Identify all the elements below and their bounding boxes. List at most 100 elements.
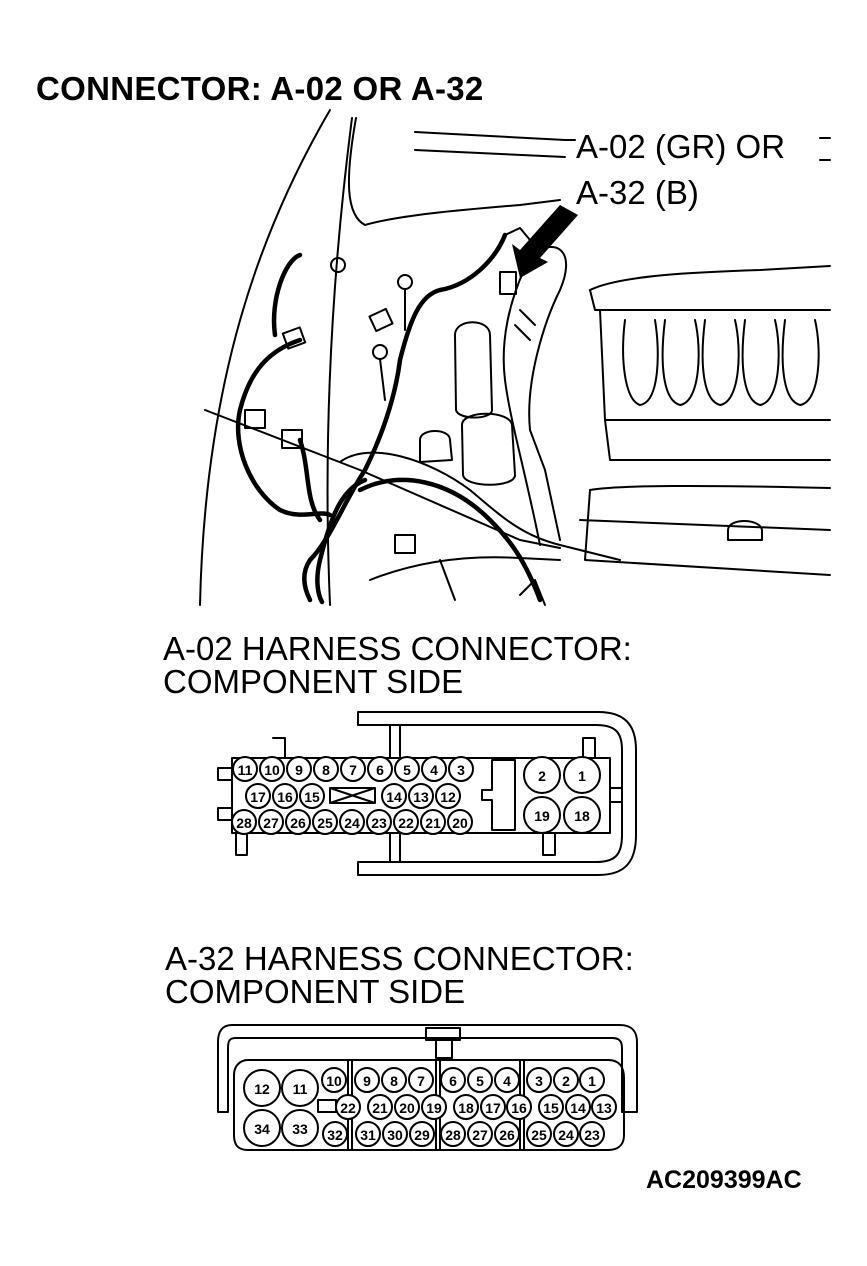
a32-pin-30-label: 30 bbox=[387, 1127, 403, 1143]
a02-pin-9: 9 bbox=[286, 756, 312, 782]
a32-pin-34-label: 34 bbox=[254, 1121, 270, 1137]
a02-pin-22: 22 bbox=[393, 809, 419, 835]
a02-pin-13: 13 bbox=[408, 783, 434, 809]
a32-pin-2: 2 bbox=[553, 1067, 579, 1093]
a02-pin-3-circle bbox=[448, 756, 474, 782]
a32-pin-15-circle bbox=[538, 1094, 564, 1120]
a32-connector-title: A-32 HARNESS CONNECTOR: bbox=[165, 940, 634, 977]
a02-pin-2-label: 2 bbox=[538, 768, 546, 784]
a32-pin-25: 25 bbox=[526, 1121, 552, 1147]
a32-pin-5-circle bbox=[467, 1067, 493, 1093]
a02-pin-6-label: 6 bbox=[376, 762, 384, 778]
a32-pin-12-label: 12 bbox=[254, 1081, 270, 1097]
a02-pin-22-circle bbox=[393, 809, 419, 835]
a02-pin-27: 27 bbox=[258, 809, 284, 835]
a32-pin-4-circle bbox=[494, 1067, 520, 1093]
a32-pin-5-label: 5 bbox=[476, 1073, 484, 1089]
a02-pin-23: 23 bbox=[366, 809, 392, 835]
a32-pin-23-circle bbox=[579, 1121, 605, 1147]
a32-pin-19-circle bbox=[421, 1094, 447, 1120]
a02-pin-14: 14 bbox=[381, 783, 407, 809]
a32-pin-33-label: 33 bbox=[292, 1121, 308, 1137]
a32-pin-21-label: 21 bbox=[372, 1100, 388, 1116]
a02-pin-11: 11 bbox=[232, 756, 258, 782]
a02-pin-20-label: 20 bbox=[452, 815, 468, 831]
a02-pin-4-circle bbox=[421, 756, 447, 782]
a02-pin-8-circle bbox=[313, 756, 339, 782]
a32-pin-13-label: 13 bbox=[596, 1100, 612, 1116]
a32-pin-18-circle bbox=[453, 1094, 479, 1120]
a32-pin-12: 12 bbox=[243, 1069, 281, 1107]
a02-pin-15-circle bbox=[299, 783, 325, 809]
a02-pin-27-label: 27 bbox=[263, 815, 279, 831]
a32-pin-14-label: 14 bbox=[570, 1100, 586, 1116]
a02-pin-20-circle bbox=[447, 809, 473, 835]
a32-pin-9: 9 bbox=[354, 1067, 380, 1093]
a32-pin-15-label: 15 bbox=[543, 1100, 559, 1116]
arrow-pointer-icon bbox=[512, 205, 578, 278]
a32-pin-21-circle bbox=[367, 1094, 393, 1120]
a02-pin-24-circle bbox=[339, 809, 365, 835]
a32-pin-6: 6 bbox=[440, 1067, 466, 1093]
a32-pin-7-label: 7 bbox=[417, 1073, 425, 1089]
a32-pin-8-circle bbox=[381, 1067, 407, 1093]
a32-pin-11: 11 bbox=[281, 1069, 319, 1107]
a02-pin-17: 17 bbox=[245, 783, 271, 809]
a32-pin-28-label: 28 bbox=[445, 1127, 461, 1143]
a32-pin-16-label: 16 bbox=[511, 1100, 527, 1116]
a02-pin-24: 24 bbox=[339, 809, 365, 835]
a32-pin-31-label: 31 bbox=[360, 1127, 376, 1143]
a32-pin-22-label: 22 bbox=[340, 1100, 356, 1116]
a32-connector-subtitle: COMPONENT SIDE bbox=[165, 973, 466, 1010]
a02-pin-4-label: 4 bbox=[430, 762, 438, 778]
a02-pin-17-label: 17 bbox=[250, 789, 266, 805]
diagram-title: CONNECTOR: A-02 OR A-32 bbox=[36, 70, 484, 107]
a02-connector-drawing bbox=[217, 711, 637, 876]
a32-pin-34-circle bbox=[243, 1109, 281, 1147]
a32-pin-20: 20 bbox=[394, 1094, 420, 1120]
a02-pin-1: 1 bbox=[563, 756, 601, 794]
a32-pin-24: 24 bbox=[553, 1121, 579, 1147]
a32-pin-7-circle bbox=[408, 1067, 434, 1093]
a32-pin-21: 21 bbox=[367, 1094, 393, 1120]
a32-pin-34: 34 bbox=[243, 1109, 281, 1147]
a32-pin-32: 32 bbox=[322, 1121, 348, 1147]
a32-pin-15: 15 bbox=[538, 1094, 564, 1120]
a02-pin-4: 4 bbox=[421, 756, 447, 782]
a32-pin-30-circle bbox=[382, 1121, 408, 1147]
a32-pin-27-circle bbox=[467, 1121, 493, 1147]
a32-connector-drawing bbox=[217, 1024, 638, 1151]
a02-pin-6: 6 bbox=[367, 756, 393, 782]
a32-pin-13: 13 bbox=[591, 1094, 617, 1120]
a02-connector-subtitle: COMPONENT SIDE bbox=[163, 663, 464, 700]
a02-pin-11-label: 11 bbox=[238, 762, 253, 778]
a02-pin-10-label: 10 bbox=[264, 762, 280, 778]
a32-pin-22: 22 bbox=[335, 1094, 361, 1120]
a02-pin-22-label: 22 bbox=[398, 815, 414, 831]
a32-pin-14: 14 bbox=[565, 1094, 591, 1120]
a32-pin-6-label: 6 bbox=[449, 1073, 457, 1089]
a02-pin-10: 10 bbox=[259, 756, 285, 782]
a02-pin-25: 25 bbox=[312, 809, 338, 835]
a32-pin-24-label: 24 bbox=[558, 1127, 574, 1143]
a32-pin-26: 26 bbox=[494, 1121, 520, 1147]
a02-pin-8-label: 8 bbox=[322, 762, 330, 778]
a02-pin-20: 20 bbox=[447, 809, 473, 835]
a02-pin-2: 2 bbox=[523, 756, 561, 794]
a32-pin-3-label: 3 bbox=[535, 1073, 543, 1089]
a32-pin-1: 1 bbox=[579, 1067, 605, 1093]
a32-pin-18: 18 bbox=[453, 1094, 479, 1120]
a02-pin-18: 18 bbox=[563, 796, 601, 834]
a32-pin-3: 3 bbox=[526, 1067, 552, 1093]
a32-pin-22-circle bbox=[335, 1094, 361, 1120]
a32-pin-32-label: 32 bbox=[327, 1127, 343, 1143]
a32-pin-4-label: 4 bbox=[503, 1073, 511, 1089]
a32-pin-9-label: 9 bbox=[363, 1073, 371, 1089]
a02-pin-7: 7 bbox=[340, 756, 366, 782]
a32-pin-10-label: 10 bbox=[326, 1073, 342, 1089]
a02-pin-23-circle bbox=[366, 809, 392, 835]
a32-pin-27: 27 bbox=[467, 1121, 493, 1147]
a02-pin-15: 15 bbox=[299, 783, 325, 809]
